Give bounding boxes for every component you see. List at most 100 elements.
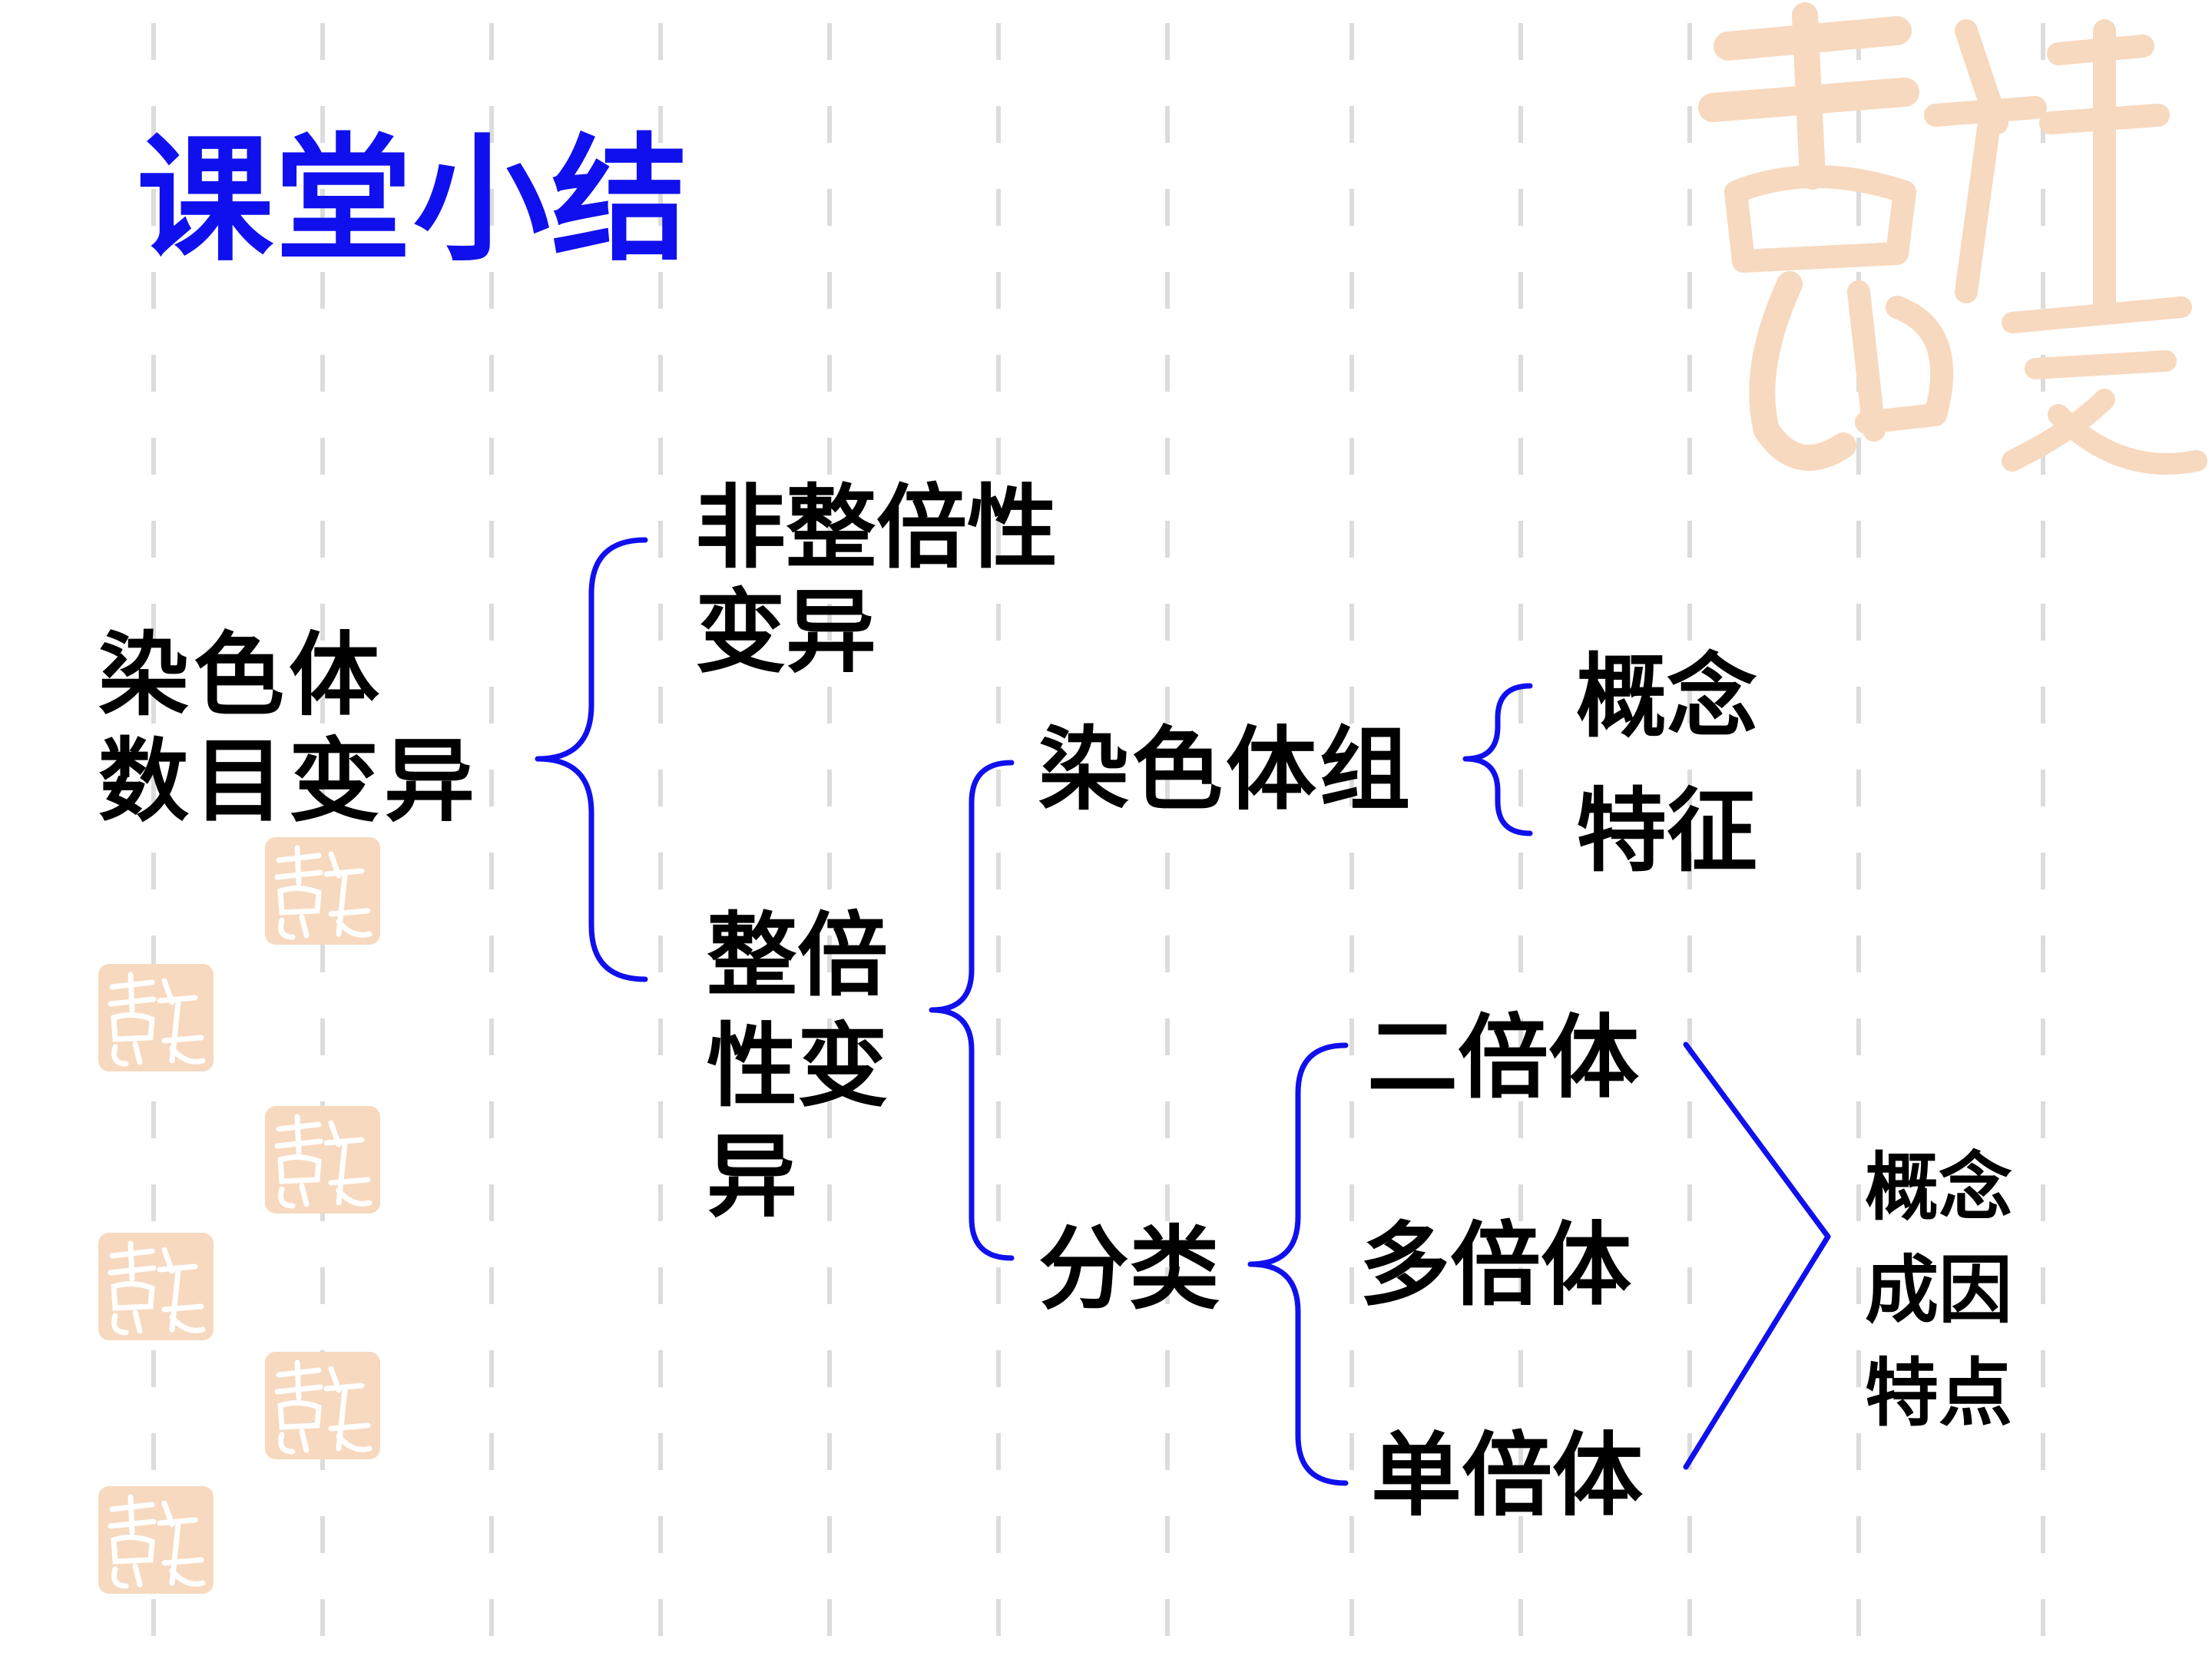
grid-dash	[1518, 355, 1523, 392]
grid-dash	[489, 1599, 494, 1636]
grid-dash	[2041, 521, 2045, 558]
grid-dash	[1165, 1184, 1170, 1221]
root-node: 染色体 数目变异	[98, 630, 479, 826]
ploidy-traits: 特点	[1865, 1350, 2012, 1436]
grid-dash	[1518, 604, 1523, 641]
grid-dash	[2041, 935, 2045, 972]
grid-dash	[1687, 1018, 1692, 1055]
grid-dash	[151, 1184, 156, 1221]
grid-dash	[1349, 935, 1354, 972]
grid-dash	[1518, 1516, 1523, 1553]
grid-dash	[1518, 1267, 1523, 1304]
grid-dash	[827, 1516, 832, 1553]
grid-dash	[1687, 853, 1692, 889]
grid-dash	[658, 106, 663, 143]
grid-dash	[996, 1516, 1001, 1553]
grid-dash	[827, 438, 832, 475]
grid-dash	[2041, 1018, 2045, 1055]
grid-dash	[827, 1599, 832, 1636]
grid-dash	[489, 189, 494, 226]
grid-dash	[2041, 1101, 2045, 1138]
brace-chromosome-set	[1462, 683, 1533, 836]
grid-dash	[1687, 1267, 1692, 1304]
grid-dash	[1518, 1350, 1523, 1387]
auspicious-seal-icon	[265, 1106, 380, 1214]
grid-dash	[1687, 1184, 1692, 1221]
non-euploid-variation: 非整倍性 变异	[695, 482, 1058, 677]
euploid-line-3: 异	[707, 1124, 798, 1230]
grid-dash	[1856, 1101, 1861, 1138]
grid-dash	[151, 770, 156, 806]
ploidy-characteristics: 概念 成因 特点	[1865, 1151, 2012, 1430]
grid-dash	[1518, 1101, 1523, 1138]
grid-dash	[320, 438, 325, 475]
classification: 分类	[1038, 1216, 1220, 1322]
grid-dash	[1349, 23, 1354, 60]
grid-dash	[151, 1599, 156, 1636]
grid-dash	[320, 272, 325, 309]
grid-dash	[320, 23, 325, 60]
grid-dash	[1165, 189, 1170, 226]
grid-dash	[489, 770, 494, 806]
grid-dash	[151, 1350, 156, 1387]
grid-dash	[1349, 1516, 1354, 1553]
grid-dash	[1856, 853, 1861, 889]
ploidy-diploid: 二倍体	[1367, 1005, 1640, 1111]
grid-dash	[1349, 355, 1354, 392]
ploidy-polyploid: 多倍体	[1359, 1212, 1632, 1318]
grid-dash	[489, 604, 494, 641]
grid-dash	[1165, 1599, 1170, 1636]
grid-dash	[489, 1184, 494, 1221]
grid-dash	[827, 1101, 832, 1138]
grid-dash	[1856, 438, 1861, 475]
grid-dash	[320, 1516, 325, 1553]
grid-dash	[658, 687, 663, 724]
grid-dash	[1687, 604, 1692, 641]
grid-dash	[1687, 1516, 1692, 1553]
grid-dash	[1518, 1018, 1523, 1055]
grid-dash	[320, 1018, 325, 1055]
grid-dash	[658, 853, 663, 889]
grid-dash	[151, 1101, 156, 1138]
grid-dash	[1349, 770, 1354, 806]
grid-dash	[658, 1433, 663, 1470]
grid-dash	[320, 106, 325, 143]
grid-dash	[1165, 1433, 1170, 1470]
grid-dash	[1518, 23, 1523, 60]
grid-dash	[1165, 355, 1170, 392]
grid-dash	[1349, 1101, 1354, 1138]
chromosome-set: 染色体组	[1038, 717, 1414, 823]
grid-dash	[489, 687, 494, 724]
grid-dash	[1518, 935, 1523, 972]
grid-dash	[489, 1350, 494, 1387]
grid-dash	[151, 687, 156, 724]
grid-dash	[1687, 521, 1692, 558]
grid-dash	[320, 1599, 325, 1636]
non-euploid-line-2: 变异	[695, 579, 877, 685]
grid-dash	[1518, 438, 1523, 475]
grid-dash	[489, 1516, 494, 1553]
grid-dash	[2041, 853, 2045, 889]
grid-dash	[1165, 1267, 1170, 1304]
grid-dash	[996, 438, 1001, 475]
grid-dash	[1687, 770, 1692, 806]
grid-dash	[2041, 189, 2045, 226]
grid-dash	[996, 1018, 1001, 1055]
auspicious-seal-icon	[265, 1352, 380, 1459]
grid-dash	[1518, 106, 1523, 143]
grid-dash	[1856, 106, 1861, 143]
grid-dash	[1687, 355, 1692, 392]
grid-dash	[151, 935, 156, 972]
grid-dash	[1856, 770, 1861, 806]
grid-dash	[1518, 272, 1523, 309]
grid-dash	[827, 355, 832, 392]
grid-dash	[489, 1433, 494, 1470]
grid-dash	[489, 1101, 494, 1138]
grid-dash	[1687, 189, 1692, 226]
grid-dash	[1856, 1599, 1861, 1636]
grid-dash	[320, 189, 325, 226]
grid-dash	[996, 604, 1001, 641]
chromosome-set-features: 特征	[1576, 778, 1758, 884]
grid-dash	[1518, 853, 1523, 889]
grid-dash	[1349, 1267, 1354, 1304]
